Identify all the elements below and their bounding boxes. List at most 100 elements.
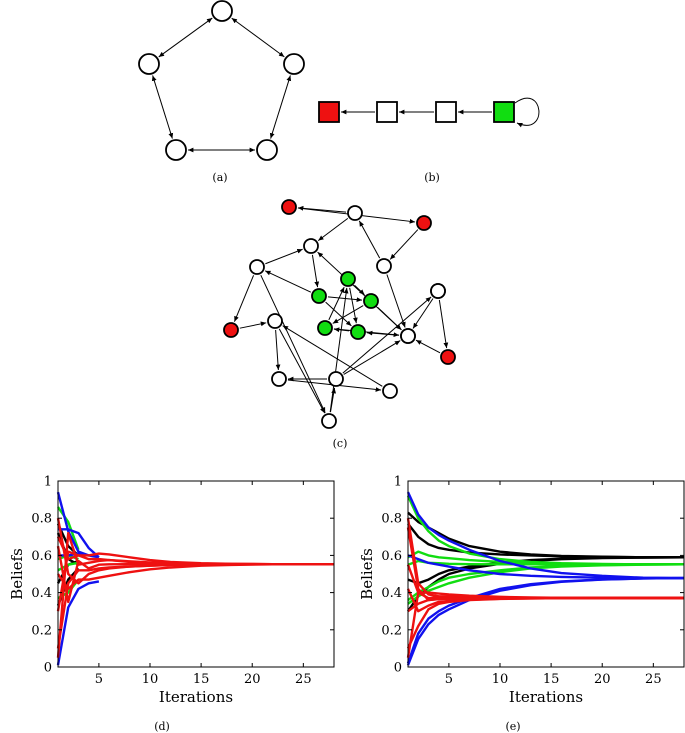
graph-c-edge [260,274,326,414]
graph-c-edge [325,301,352,327]
graph-c-node-white [400,328,416,344]
series-line-blue [406,576,685,664]
x-axis-label: Iterations [159,688,233,706]
graph-c-edge [438,299,449,349]
x-tick-label: 10 [142,672,159,687]
panel-b: (b) [318,97,540,184]
series-line-blue [406,576,685,666]
x-axis-label: Iterations [509,688,583,706]
y-tick-label: 0.6 [31,549,52,564]
x-tick-label: 20 [244,672,261,687]
graph-c-edge [349,287,358,324]
graph-c-edge [311,254,320,288]
graph-c-edge [328,286,345,321]
graph-b-node-green [493,101,515,123]
series-line-green [57,506,80,551]
x-tick-label: 15 [193,672,210,687]
graph-a-edge [158,17,213,58]
graph-c-node-white [249,259,265,275]
graph-c-edge [358,220,381,259]
graph-c-node-green [317,320,333,336]
series-line-red [56,517,334,585]
graph-c-edge [377,306,402,331]
graph-c-node-white [430,283,446,299]
series-line-red [407,596,684,613]
graph-c-node-green [340,271,356,287]
series-line-red [56,545,334,604]
graph-c-node-white [347,205,363,221]
series-line-blue [56,580,100,666]
graph-a-node-white [138,53,160,75]
graph-a-node-white [256,139,278,161]
graph-c-edge [354,284,365,296]
graph-c-edge [342,296,432,374]
graph-c-edge [386,274,406,328]
graph-a-node-white [211,0,233,22]
graph-c-node-white [376,258,392,274]
plot-frame [57,480,335,668]
graph-c-edge [239,321,267,329]
graph-c-node-white [303,238,319,254]
graph-b-self-loop [514,97,540,128]
caption-c: (c) [333,437,348,450]
graph-b-node-white [435,101,457,123]
x-tick-label: 20 [594,672,611,687]
y-tick-label: 1 [394,475,402,490]
graph-c-edge [264,270,312,293]
plot-frame [407,480,685,668]
graph-c-edge [389,229,419,260]
y-axis-label: Beliefs [8,548,26,600]
graph-c-edge [329,387,337,413]
x-tick-label: 25 [645,672,662,687]
graph-c-node-green [350,324,366,340]
x-tick-label: 5 [95,672,103,687]
y-tick-label: 0.2 [381,623,402,638]
panel-c: (c) [223,199,456,450]
x-tick-label: 10 [492,672,509,687]
graph-c-node-white [321,413,337,429]
graph-c-node-green [363,293,379,309]
y-tick-label: 0 [394,661,402,676]
graph-c-edge [327,296,363,303]
y-tick-label: 1 [44,475,52,490]
y-tick-label: 0.6 [381,549,402,564]
caption-e: (e) [505,720,520,733]
graph-c-edge [329,287,349,413]
series-line-blue [406,491,685,580]
graph-a-node-white [165,139,187,161]
graph-c-edge [282,325,383,387]
series-line-blue [407,554,684,580]
graph-c-edge [278,328,326,414]
graph-c-edge [343,340,401,375]
y-tick-label: 0 [44,661,52,676]
graph-c-edge [332,305,364,324]
graph-c-edge [233,275,255,322]
graph-c-node-red [416,215,432,231]
graph-c-edge [415,339,441,354]
graph-b-node-white [376,101,398,123]
graph-a-edge [269,75,292,139]
graph-b-node-red [318,101,340,123]
graph-a-node-white [283,53,305,75]
y-tick-label: 0.8 [31,512,52,527]
graph-a-edge [231,17,285,58]
graph-c-node-white [267,313,283,329]
series-line-blue [58,528,100,559]
x-tick-label: 25 [295,672,312,687]
graph-c-node-white [328,371,344,387]
y-axis-label: Beliefs [358,548,376,600]
graph-c-edge [265,248,303,265]
graph-c-node-white [271,371,287,387]
x-tick-label: 15 [543,672,560,687]
y-tick-label: 0.4 [381,586,402,601]
panel-a: (a) [138,0,305,184]
y-tick-label: 0.2 [31,623,52,638]
x-tick-label: 5 [445,672,453,687]
graph-c-node-green [311,288,327,304]
graph-c-node-red [281,199,297,215]
graph-c-node-red [440,349,456,365]
graph-a-edge [151,75,174,139]
